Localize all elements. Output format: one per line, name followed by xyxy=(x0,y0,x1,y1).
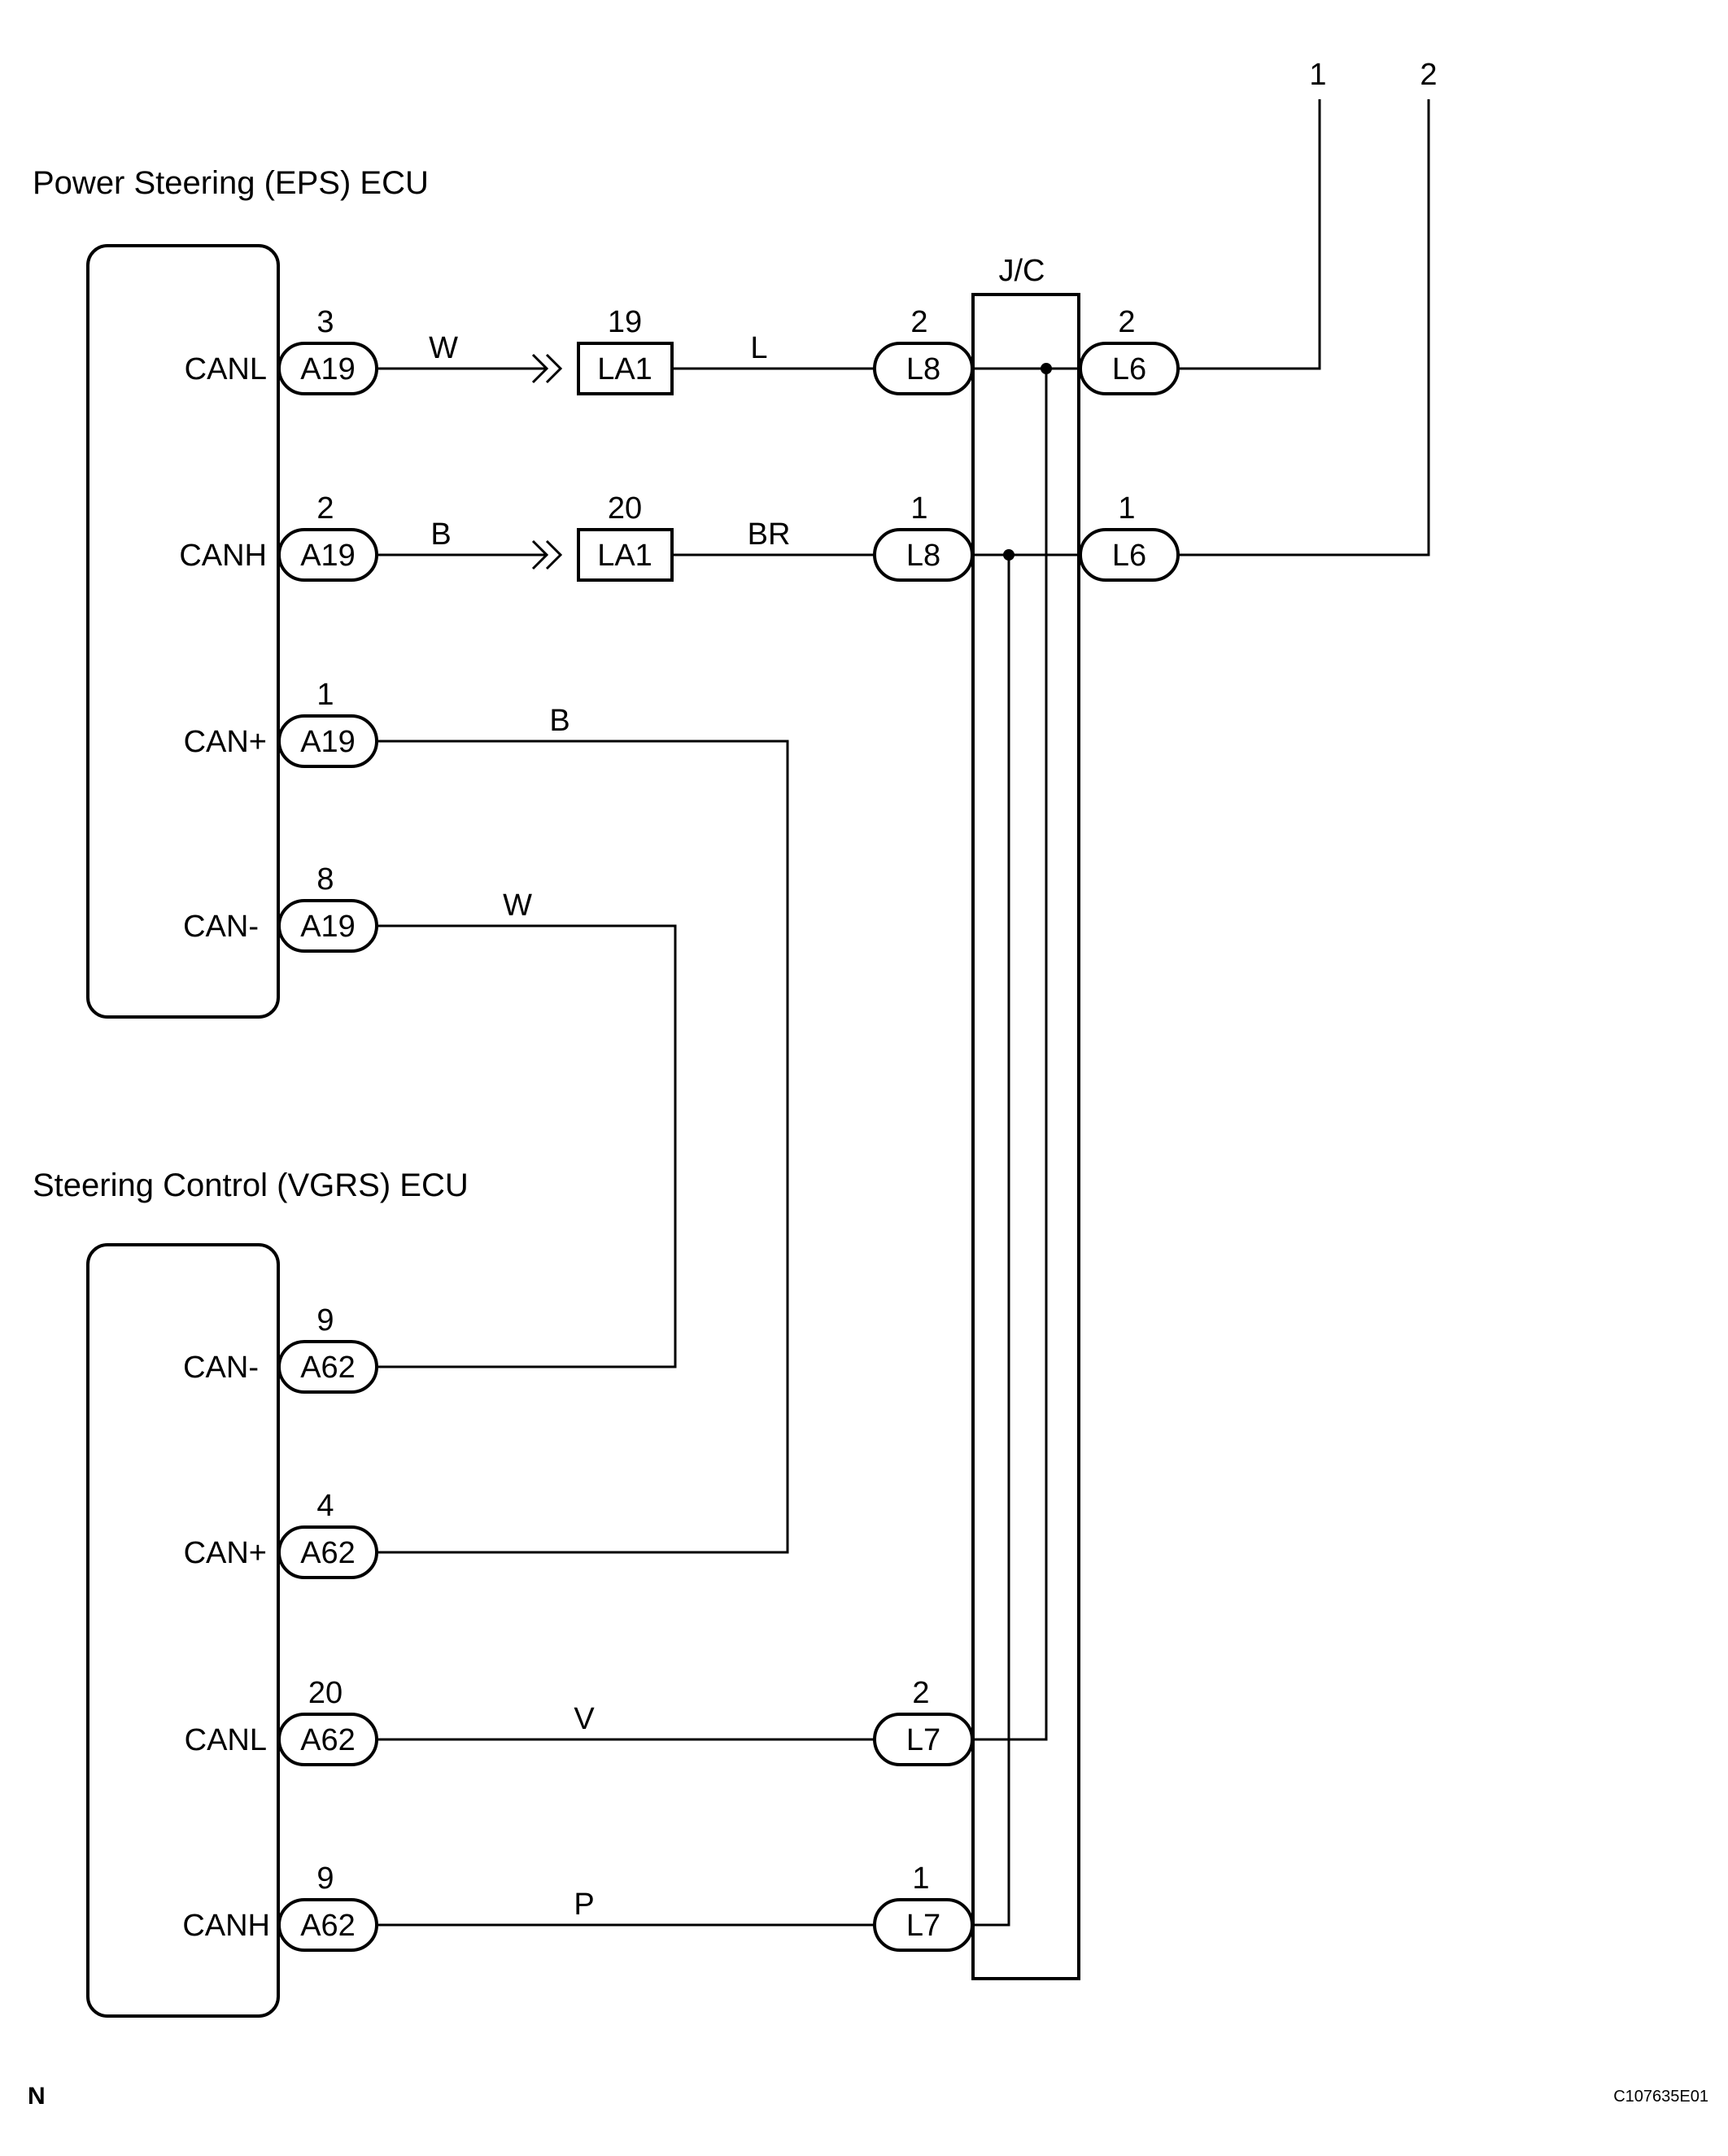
connector-id: A62 xyxy=(300,1723,356,1757)
splice-dot-canl xyxy=(1041,363,1052,374)
inline-connector-la1 xyxy=(577,528,674,582)
connector-id: L7 xyxy=(906,1723,940,1757)
connector-pill xyxy=(277,1898,378,1952)
pin-number: 1 xyxy=(316,678,334,712)
wire-color-label: P xyxy=(574,1888,594,1922)
pin-signal: CANH xyxy=(179,539,267,573)
connector-pill xyxy=(1079,342,1180,395)
connector-id: A62 xyxy=(300,1351,356,1385)
connector-pill xyxy=(277,342,378,395)
connector-pill xyxy=(277,1340,378,1394)
pin-number: 2 xyxy=(912,1676,929,1710)
connector-id: L6 xyxy=(1112,352,1146,386)
connector-pill xyxy=(277,714,378,768)
pin-signal: CANL xyxy=(185,1723,267,1757)
wire-output-2 xyxy=(1178,99,1430,556)
pin-number: 20 xyxy=(608,491,642,526)
wire-color-label: V xyxy=(574,1702,595,1736)
connector-pill xyxy=(277,1525,378,1579)
connector-arrow xyxy=(545,353,563,384)
pin-signal: CAN- xyxy=(183,1351,259,1385)
connector-id: L6 xyxy=(1112,539,1146,573)
connector-pill xyxy=(873,528,974,582)
jc-label: J/C xyxy=(999,254,1045,288)
connector-id: LA1 xyxy=(597,352,652,386)
connector-id: A19 xyxy=(300,910,356,944)
wire-can-minus xyxy=(378,924,677,1368)
footer-left-code: N xyxy=(28,2083,46,2110)
pin-signal: CAN+ xyxy=(184,725,267,759)
pin-number: 19 xyxy=(608,305,642,339)
connector-pill xyxy=(873,342,974,395)
wire-color-label: B xyxy=(430,517,451,552)
connector-pill xyxy=(277,528,378,582)
pin-signal: CAN- xyxy=(183,910,259,944)
pin-signal: CANL xyxy=(185,352,267,386)
connector-pill xyxy=(873,1898,974,1952)
connector-pill xyxy=(873,1713,974,1766)
connector-id: L7 xyxy=(906,1909,940,1943)
connector-id: L8 xyxy=(906,539,940,573)
connector-id: LA1 xyxy=(597,539,652,573)
splice-dot-canh xyxy=(1003,549,1015,561)
wire-color-label: W xyxy=(429,331,458,365)
wire-output-1 xyxy=(1178,99,1321,370)
vgrs-ecu-title: Steering Control (VGRS) ECU xyxy=(33,1167,469,1203)
pin-number: 2 xyxy=(316,491,334,526)
pin-number: 1 xyxy=(1118,491,1135,526)
connector-id: A19 xyxy=(300,725,356,759)
pin-number: 4 xyxy=(316,1489,334,1523)
connector-arrow xyxy=(531,353,549,384)
connector-id: A62 xyxy=(300,1909,356,1943)
output-number: 1 xyxy=(1309,58,1326,92)
figure-code: C107635E01 xyxy=(1613,2088,1708,2106)
pin-number: 9 xyxy=(316,1861,334,1896)
pin-number: 8 xyxy=(316,862,334,897)
connector-id: L8 xyxy=(906,352,940,386)
pin-number: 2 xyxy=(1118,305,1135,339)
connector-pill xyxy=(277,899,378,953)
vgrs-ecu-box xyxy=(86,1243,280,2018)
eps-ecu-title: Power Steering (EPS) ECU xyxy=(33,165,429,201)
wire-can-plus xyxy=(378,740,789,1554)
jc-bus-canl xyxy=(972,369,1048,1741)
eps-ecu-box xyxy=(86,244,280,1019)
pin-number: 2 xyxy=(910,305,927,339)
connector-arrow xyxy=(545,539,563,570)
pin-number: 1 xyxy=(912,1861,929,1896)
inline-connector-la1 xyxy=(577,342,674,395)
connector-pill xyxy=(1079,528,1180,582)
connector-pill xyxy=(277,1713,378,1766)
pin-number: 9 xyxy=(316,1303,334,1338)
connector-id: A62 xyxy=(300,1536,356,1570)
pin-number: 20 xyxy=(308,1676,343,1710)
pin-number: 3 xyxy=(316,305,334,339)
connector-arrow xyxy=(531,539,549,570)
pin-number: 1 xyxy=(910,491,927,526)
pin-signal: CAN+ xyxy=(184,1536,267,1570)
wire-color-label: W xyxy=(503,888,532,923)
pin-signal: CANH xyxy=(182,1909,270,1943)
wire-color-label: B xyxy=(549,704,569,738)
wire-color-label: BR xyxy=(748,517,791,552)
connector-id: A19 xyxy=(300,539,356,573)
output-number: 2 xyxy=(1420,58,1437,92)
wire-color-label: L xyxy=(750,331,767,365)
jc-bus-canh xyxy=(972,555,1010,1927)
junction-connector-box xyxy=(971,293,1080,1980)
connector-id: A19 xyxy=(300,352,356,386)
